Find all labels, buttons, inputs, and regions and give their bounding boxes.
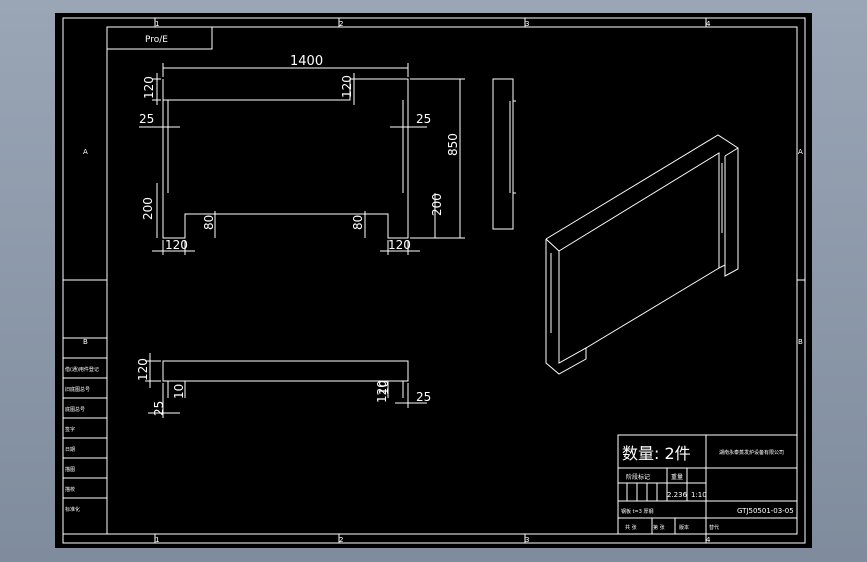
title-block: [617, 434, 798, 535]
bv-height: 120: [136, 358, 150, 381]
row-a-right: A: [798, 148, 803, 156]
tb-quantity: 数量: 2件: [622, 444, 691, 463]
tb-weight: 2.236: [667, 491, 688, 499]
row-b-right: B: [798, 338, 803, 346]
dim-bottom-right: 120: [388, 238, 411, 252]
left-strip-3: 底图总号: [65, 406, 85, 413]
row-a-left: A: [83, 148, 88, 156]
left-strip-2: 旧底图总号: [65, 386, 90, 393]
front-view: [139, 63, 465, 255]
col-2-bottom: 2: [339, 536, 343, 544]
bottom-view: [145, 353, 427, 418]
drawing-sheet: Pro/E 1 2 3 4 1 2 3 4 A B A B 借(通)用件登记 旧…: [55, 13, 812, 548]
row-b-left: B: [83, 338, 88, 346]
tb-drawing-no: GTJ50501-03-05: [737, 507, 794, 515]
dim-right-leg: 200: [430, 193, 444, 216]
left-strip-7: 描校: [65, 486, 75, 493]
col-3-top: 3: [525, 20, 529, 28]
tb-company: 湖南永泰蒸发炉设备有限公司: [719, 449, 784, 456]
col-2-top: 2: [339, 20, 343, 28]
dim-top-left: 120: [142, 76, 156, 99]
inner-frame: [106, 26, 798, 535]
dim-left-notch: 80: [202, 215, 216, 230]
col-4-top: 4: [706, 20, 711, 28]
tb-material: 钢板 t=3 厚钢: [621, 508, 654, 515]
dim-height: 850: [446, 133, 460, 156]
dim-bottom-left: 120: [165, 238, 188, 252]
col-1-bottom: 1: [155, 536, 159, 544]
left-strip-4: 签字: [65, 426, 75, 433]
dim-top-right: 120: [340, 75, 354, 98]
left-strip-5: 日期: [65, 447, 75, 453]
bv-left-10: 10: [172, 384, 186, 399]
drawing-canvas: Pro/E 1 2 3 4 1 2 3 4 A B A B 借(通)用件登记 旧…: [62, 17, 806, 544]
left-strip-table: [62, 337, 108, 535]
bv-right-10: 10: [377, 380, 391, 395]
dim-right-inset: 25: [416, 112, 431, 126]
dim-left-inset: 25: [139, 112, 154, 126]
dim-width: 1400: [290, 54, 323, 69]
outer-frame: [62, 17, 806, 544]
dim-right-notch: 80: [351, 215, 365, 230]
col-3-bottom: 3: [525, 536, 529, 544]
tb-weight-label: 重量: [671, 473, 683, 481]
bv-right-25: 25: [416, 390, 431, 404]
header-tag-box: [106, 26, 213, 50]
left-strip-1: 借(通)用件登记: [65, 366, 99, 373]
dim-left-leg: 200: [141, 197, 155, 220]
tb-version: 版本: [679, 524, 689, 531]
bv-mid-120: 120: [375, 380, 389, 403]
tb-scale: 1:10: [691, 491, 707, 499]
left-strip-8: 标准化: [65, 506, 80, 513]
tb-sheet-no: 第 张: [653, 524, 665, 531]
left-strip-6: 描图: [65, 466, 75, 473]
header-tag: Pro/E: [145, 35, 168, 45]
col-1-top: 1: [155, 20, 159, 28]
isometric-view: [545, 134, 739, 375]
tb-stage-label: 阶段标记: [626, 473, 650, 481]
tb-replace: 替代: [709, 524, 719, 531]
side-view: [492, 78, 516, 230]
col-4-bottom: 4: [706, 536, 711, 544]
tb-sheet-total: 共 张: [625, 524, 637, 531]
bv-left-25: 25: [152, 401, 166, 416]
